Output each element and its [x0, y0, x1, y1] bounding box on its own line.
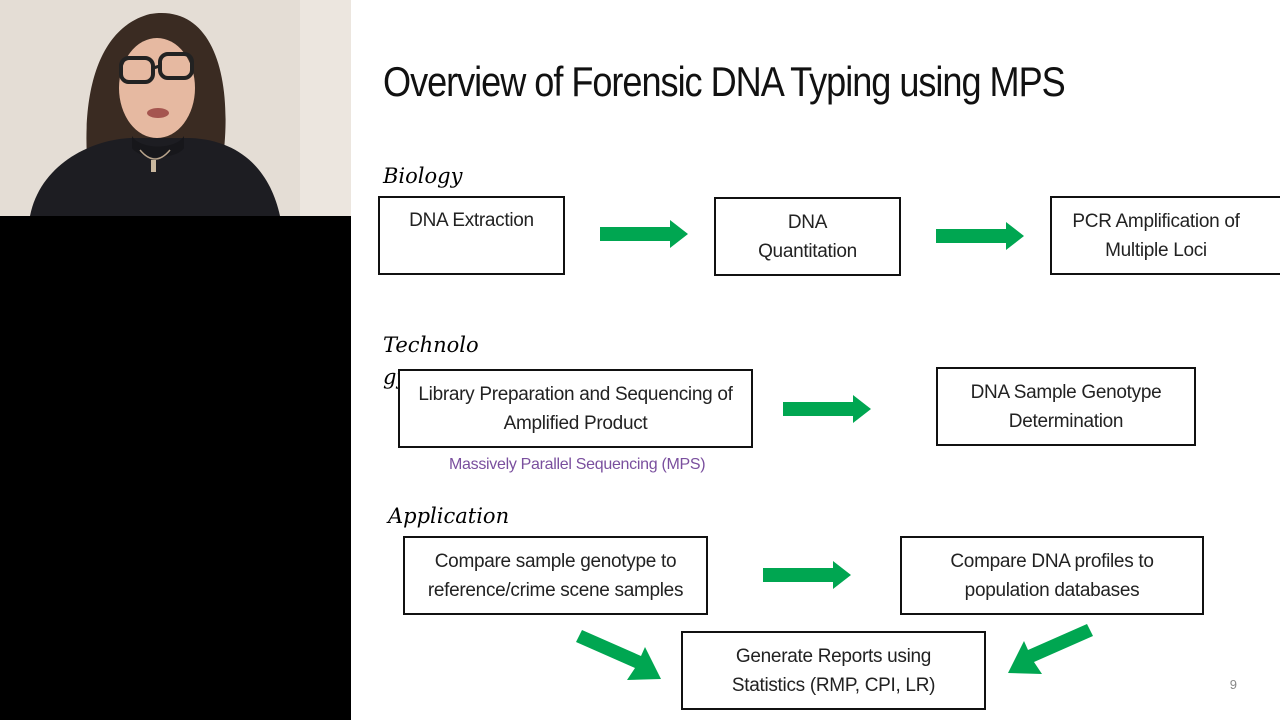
arrow-down-right-icon [576, 630, 661, 680]
box-compare-sample-label: Compare sample genotype to reference/cri… [427, 550, 684, 601]
arrow-down-left-icon [1008, 624, 1093, 674]
box-generate-reports-label: Generate Reports using Statistics (RMP, … [731, 645, 936, 696]
section-label-application: Application [388, 504, 510, 528]
section-label-biology: Biology [383, 164, 463, 188]
arrow-right-icon [763, 561, 851, 589]
arrow-right-icon [936, 222, 1024, 250]
box-genotype-determination: DNA Sample Genotype Determination [936, 367, 1196, 446]
box-compare-population: Compare DNA profiles to population datab… [900, 536, 1204, 615]
mps-caption: Massively Parallel Sequencing (MPS) [449, 456, 706, 473]
box-dna-quantitation-label: DNA Quantitation [758, 211, 857, 262]
presenter-webcam-video [0, 0, 351, 216]
box-genotype-determination-label: DNA Sample Genotype Determination [970, 381, 1162, 432]
presenter-image [0, 0, 351, 216]
slide-title: Overview of Forensic DNA Typing using MP… [383, 58, 1066, 105]
box-library-preparation-label: Library Preparation and Sequencing of Am… [418, 383, 733, 434]
sidebar-black-area [0, 216, 351, 720]
box-compare-sample: Compare sample genotype to reference/cri… [403, 536, 708, 615]
box-compare-population-label: Compare DNA profiles to population datab… [950, 550, 1154, 601]
box-pcr-amplification: PCR Amplification of Multiple Loci [1050, 196, 1280, 275]
presentation-slide: Overview of Forensic DNA Typing using MP… [351, 0, 1280, 720]
box-generate-reports: Generate Reports using Statistics (RMP, … [681, 631, 986, 710]
box-dna-quantitation: DNA Quantitation [714, 197, 901, 276]
page-number: 9 [1229, 677, 1237, 692]
arrow-right-icon [783, 395, 871, 423]
box-library-preparation: Library Preparation and Sequencing of Am… [398, 369, 753, 448]
box-dna-extraction-label: DNA Extraction [409, 210, 534, 231]
arrow-right-icon [600, 220, 688, 248]
box-pcr-amplification-label: PCR Amplification of Multiple Loci [1072, 210, 1240, 261]
box-dna-extraction: DNA Extraction [378, 196, 565, 275]
